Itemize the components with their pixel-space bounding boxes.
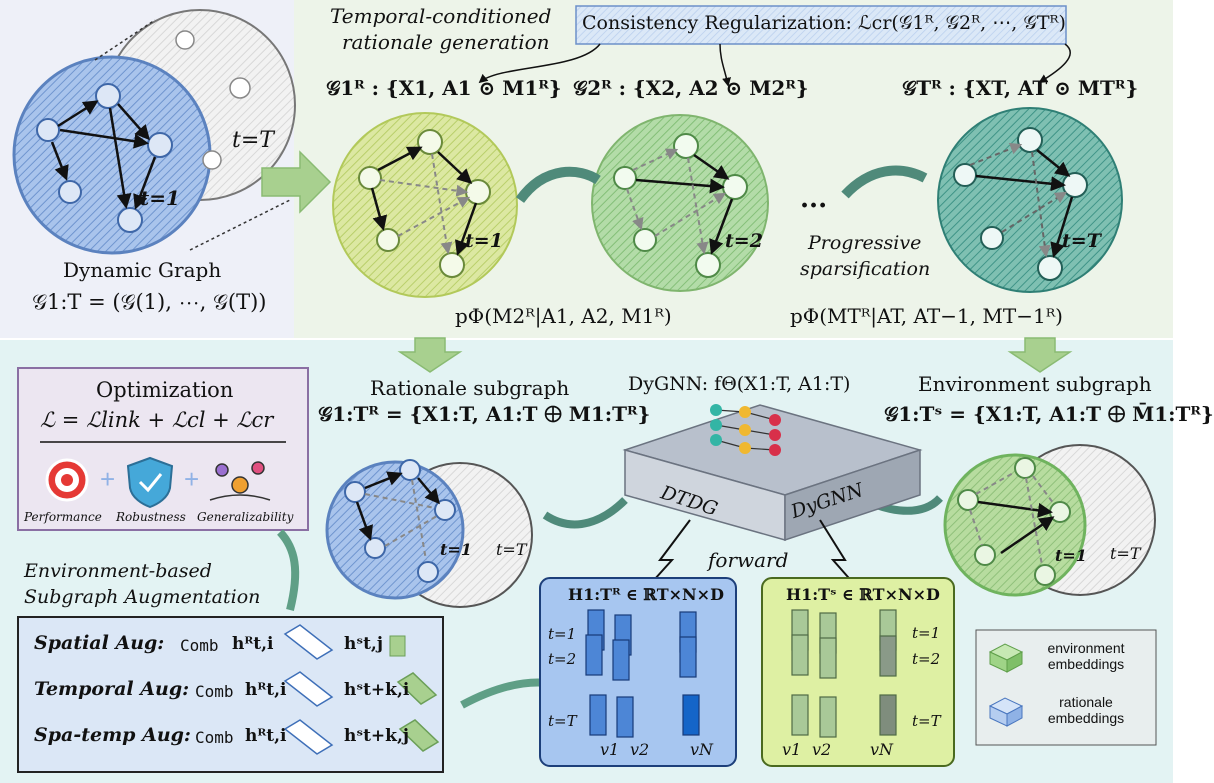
environment-subgraph-illustration [943,444,1156,597]
svg-text:+: + [184,464,199,494]
progressive-line2: sparsification [800,258,931,280]
environment-t1: t=1 [1055,546,1087,565]
optimization-box [17,367,309,531]
hr-v2: v2 [630,740,650,759]
rationale-tT: t=T [496,540,527,559]
dynamic-graph-illustration [12,9,296,255]
environment-embedding-icon [389,635,440,752]
p2-formula: pΦ(M2ᴿ|A1, A2, M1ᴿ) [455,304,672,328]
dynamic-graph-formula: 𝒢1:T = (𝒢(1), ⋯, 𝒢(T)) [32,290,267,314]
label-performance: Performance [24,510,102,524]
rationale-embedding-icon [283,624,334,755]
dygnn-title: DyGNN: fΘ(X1:T, A1:T) [628,373,851,395]
rationale-t1: t=1 [440,540,472,559]
section-title-line1: Temporal-conditioned [330,4,552,28]
target-icon [45,458,89,502]
g1-label: 𝒢1ᴿ : {X1, A1 ⊙ M1ᴿ} [326,76,562,100]
environment-title: Environment subgraph [918,372,1152,396]
aug-row-label: Spa-temp Aug: [34,724,191,746]
pT-formula: pΦ(MTᴿ|AT, AT−1, MT−1ᴿ) [790,304,1063,328]
progressive-line1: Progressive [808,232,922,254]
g2-label: 𝒢2ᴿ : {X2, A2 ⊙ M2ᴿ} [573,76,809,100]
shield-icon [126,456,174,509]
aug-row-label: Spatial Aug: [34,632,165,654]
ellipsis: ... [800,184,828,214]
h-environment-formula: H1:Tˢ ∈ ℝT×N×D [786,585,940,604]
augmentation-box [17,616,444,773]
he-t1: t=1 [912,624,941,642]
curved-arrow-icon [515,166,601,204]
h-rationale-box [539,577,737,767]
aug-row-b: hˢt+k,j [344,726,410,746]
optimization-title: Optimization [96,378,234,402]
he-v1: v1 [782,740,802,759]
dyn-label-t1: t=1 [140,186,180,210]
hr-vN: vN [690,740,714,759]
legend-green-cube-icon [988,643,1024,673]
dygnn-block [622,404,923,542]
augmentation-title-line1: Environment-based [24,560,212,582]
environment-tT: t=T [1110,544,1141,563]
hr-t1: t=1 [548,625,577,643]
map-pin-icon [209,461,271,501]
aug-comb: Comb [180,636,219,655]
gT-label: 𝒢Tᴿ : {XT, AT ⊙ MTᴿ} [902,76,1139,100]
t2-label: t=2 [725,230,763,252]
label-robustness: Robustness [116,510,186,524]
aug-comb: Comb [195,728,234,747]
graph-tT [937,107,1123,293]
hr-v1: v1 [600,740,620,759]
forward-label: forward [708,548,789,572]
h-rationale-formula: H1:Tᴿ ∈ ℝT×N×D [568,585,724,604]
tT-label: t=T [1062,230,1101,252]
he-vN: vN [870,740,894,759]
aug-row-a: hᴿt,i [245,680,287,700]
section-title-line2: rationale generation [342,30,550,54]
hr-t2: t=2 [548,650,577,668]
augmentation-title-line2: Subgraph Augmentation [24,586,261,608]
consistency-label: Consistency Regularization: ℒcr(𝒢1ᴿ, 𝒢2ᴿ… [582,12,1066,34]
rationale-title: Rationale subgraph [370,376,570,400]
aug-row-a: hᴿt,i [245,726,287,746]
he-v2: v2 [812,740,832,759]
aug-comb: Comb [195,682,234,701]
svg-text:+: + [100,464,115,494]
aug-row-label: Temporal Aug: [34,678,190,700]
consistency-box [575,5,1067,45]
h-environment-box [761,577,955,767]
aug-row-b: hˢt+k,i [344,680,410,700]
graph-t1 [332,112,518,298]
graph-t2 [591,114,769,292]
aug-row-a: hᴿt,i [232,634,274,654]
t1-label: t=1 [465,230,503,252]
label-generalizability: Generalizability [197,510,294,524]
legend-rationale: rationale embeddings [1047,694,1125,726]
rationale-subgraph-illustration [325,459,533,608]
rationale-formula: 𝒢1:Tᴿ = {X1:T, A1:T ⨁ M1:Tᴿ} [318,402,651,426]
he-t2: t=2 [912,650,941,668]
right-arrow-icon [261,150,332,214]
environment-formula: 𝒢1:Tˢ = {X1:T, A1:T ⨁ M̄1:Tᴿ} [884,402,1214,426]
aug-row-b: hˢt,j [344,634,383,654]
dyn-label-tT: t=T [232,128,274,153]
dynamic-graph-title: Dynamic Graph [63,258,222,282]
legend-blue-cube-icon [988,697,1024,727]
hr-tT: t=T [548,712,577,730]
he-tT: t=T [912,712,941,730]
legend-environment: environment embeddings [1047,640,1125,672]
optimization-formula: ℒ = ℒlink + ℒcl + ℒcr [40,408,274,432]
